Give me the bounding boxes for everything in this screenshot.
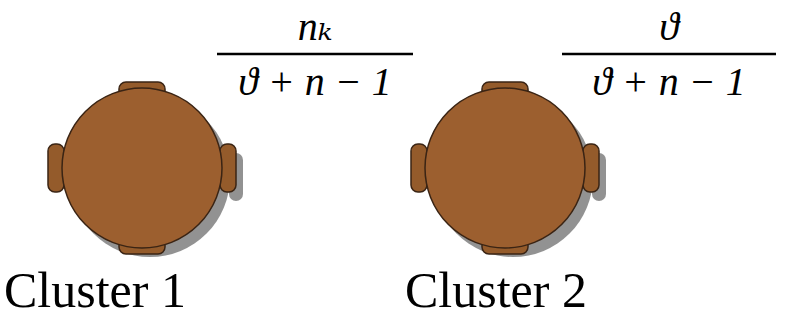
- table-symbol: [48, 82, 243, 257]
- fraction-bar: [217, 53, 413, 56]
- fraction-numerator: nₖ: [298, 5, 333, 49]
- fraction-numerator: ϑ: [659, 5, 679, 49]
- cluster-label: Cluster 2: [405, 263, 587, 318]
- fraction-denominator: ϑ + n − 1: [592, 60, 746, 104]
- cluster-table: Cluster 2: [363, 80, 663, 325]
- fraction-bar: [562, 53, 776, 56]
- table-symbol: [411, 82, 606, 257]
- cluster-table: Cluster 1: [0, 80, 300, 325]
- cluster-label: Cluster 1: [4, 263, 186, 318]
- fraction-denominator: ϑ + n − 1: [238, 60, 392, 104]
